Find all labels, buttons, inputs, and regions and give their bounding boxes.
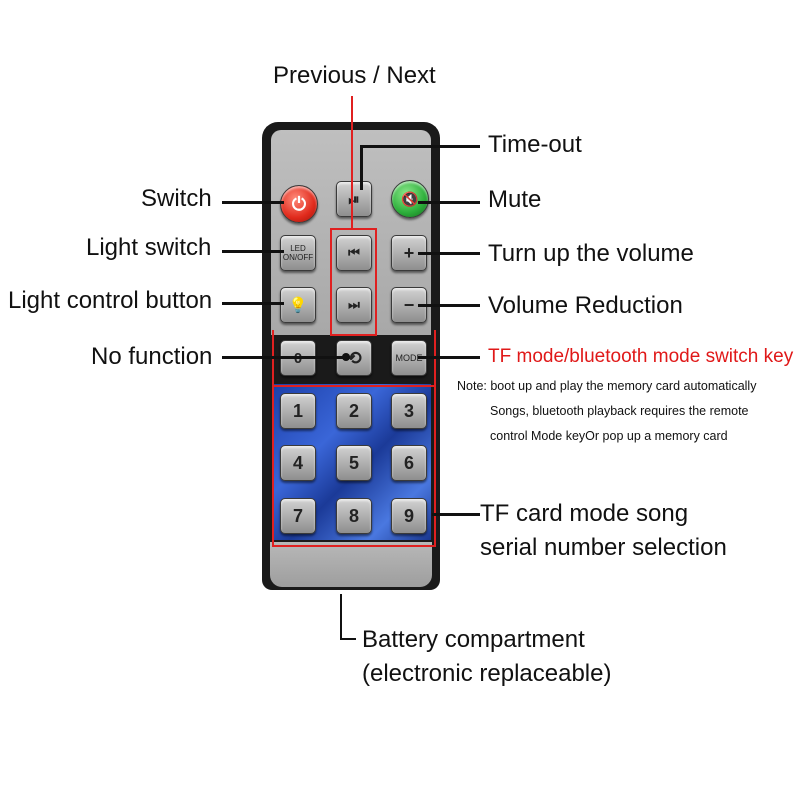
label-time-out: Time-out bbox=[488, 131, 582, 158]
play-pause-icon: ⏯ bbox=[348, 190, 360, 207]
next-button[interactable]: ⏭ bbox=[336, 287, 372, 323]
battery-line-vertical bbox=[340, 594, 342, 640]
volume-down-line bbox=[418, 304, 480, 307]
number-pad-line bbox=[432, 513, 480, 516]
onoff-label: ON/OFF bbox=[282, 253, 314, 262]
battery-line-horizontal bbox=[340, 638, 356, 640]
digit-label: 2 bbox=[348, 400, 359, 421]
digit-button[interactable]: 8 bbox=[336, 498, 372, 534]
label-battery-1: Battery compartment bbox=[362, 626, 585, 653]
digit-button[interactable]: 4 bbox=[280, 445, 316, 481]
mode-line bbox=[418, 356, 480, 359]
battery-cover bbox=[270, 542, 432, 587]
prev-next-highlight bbox=[330, 228, 377, 336]
light-control-button[interactable]: 💡 bbox=[280, 287, 316, 323]
number-pad-highlight bbox=[272, 385, 436, 547]
plus-icon: + bbox=[403, 242, 415, 263]
label-no-function: No function bbox=[91, 343, 213, 370]
light-switch-line bbox=[222, 250, 284, 253]
no-function-line bbox=[222, 356, 344, 359]
digit-label: 5 bbox=[348, 452, 359, 473]
digit-button[interactable]: 1 bbox=[280, 393, 316, 429]
digit-label: 3 bbox=[403, 400, 414, 421]
digit-label: 7 bbox=[292, 505, 303, 526]
note-line-1: Note: boot up and play the memory card a… bbox=[457, 379, 757, 393]
label-mute: Mute bbox=[488, 186, 542, 213]
switch-line bbox=[222, 201, 284, 204]
play-pause-button[interactable]: ⏯ bbox=[336, 181, 372, 217]
label-switch: Switch bbox=[141, 185, 212, 212]
power-icon: ⏻ bbox=[291, 193, 307, 214]
digit-label: 9 bbox=[403, 505, 414, 526]
loop-icon: ⟲ bbox=[346, 347, 362, 368]
mute-button[interactable]: 🔇 bbox=[391, 180, 429, 218]
label-turn-up-volume: Turn up the volume bbox=[488, 240, 694, 267]
loop-button[interactable]: ⟲ bbox=[336, 340, 372, 376]
digit-label: 4 bbox=[292, 452, 303, 473]
note-line-3: control Mode keyOr pop up a memory card bbox=[490, 429, 728, 443]
mode-button[interactable]: MODE bbox=[391, 340, 427, 376]
volume-up-line bbox=[418, 252, 480, 255]
prev-next-line bbox=[351, 96, 353, 228]
mute-icon: 🔇 bbox=[401, 190, 419, 207]
digit-label: 6 bbox=[403, 452, 414, 473]
timeout-line-vertical bbox=[360, 145, 363, 190]
digit-button[interactable]: 2 bbox=[336, 393, 372, 429]
mute-line bbox=[418, 201, 480, 204]
digit-label: 8 bbox=[348, 505, 359, 526]
label-tf-song-2: serial number selection bbox=[480, 534, 727, 561]
digit-label: 1 bbox=[292, 400, 303, 421]
timeout-line bbox=[360, 145, 480, 148]
label-tf-song-1: TF card mode song bbox=[480, 500, 689, 527]
no-function-dot bbox=[342, 353, 350, 361]
mode-label: MODE bbox=[395, 352, 423, 363]
digit-button[interactable]: 5 bbox=[336, 445, 372, 481]
power-button[interactable]: ⏻ bbox=[280, 185, 318, 223]
led-label: LED bbox=[290, 244, 306, 253]
label-battery-2: (electronic replaceable) bbox=[362, 660, 612, 687]
label-previous-next: Previous / Next bbox=[273, 62, 436, 89]
label-volume-reduction: Volume Reduction bbox=[488, 292, 683, 319]
bulb-icon: 💡 bbox=[288, 297, 308, 314]
digit-button[interactable]: 6 bbox=[391, 445, 427, 481]
minus-icon: − bbox=[403, 294, 415, 315]
previous-icon: ⏮ bbox=[348, 245, 360, 260]
note-line-2: Songs, bluetooth playback requires the r… bbox=[490, 404, 749, 418]
digit-button[interactable]: 9 bbox=[391, 498, 427, 534]
label-light-switch: Light switch bbox=[86, 234, 212, 261]
light-control-line bbox=[222, 302, 284, 305]
label-tf-bluetooth-switch: TF mode/bluetooth mode switch key bbox=[488, 346, 794, 367]
label-light-control: Light control button bbox=[8, 287, 213, 314]
next-icon: ⏭ bbox=[348, 297, 360, 312]
digit-button[interactable]: 7 bbox=[280, 498, 316, 534]
digit-button[interactable]: 3 bbox=[391, 393, 427, 429]
previous-button[interactable]: ⏮ bbox=[336, 235, 372, 271]
